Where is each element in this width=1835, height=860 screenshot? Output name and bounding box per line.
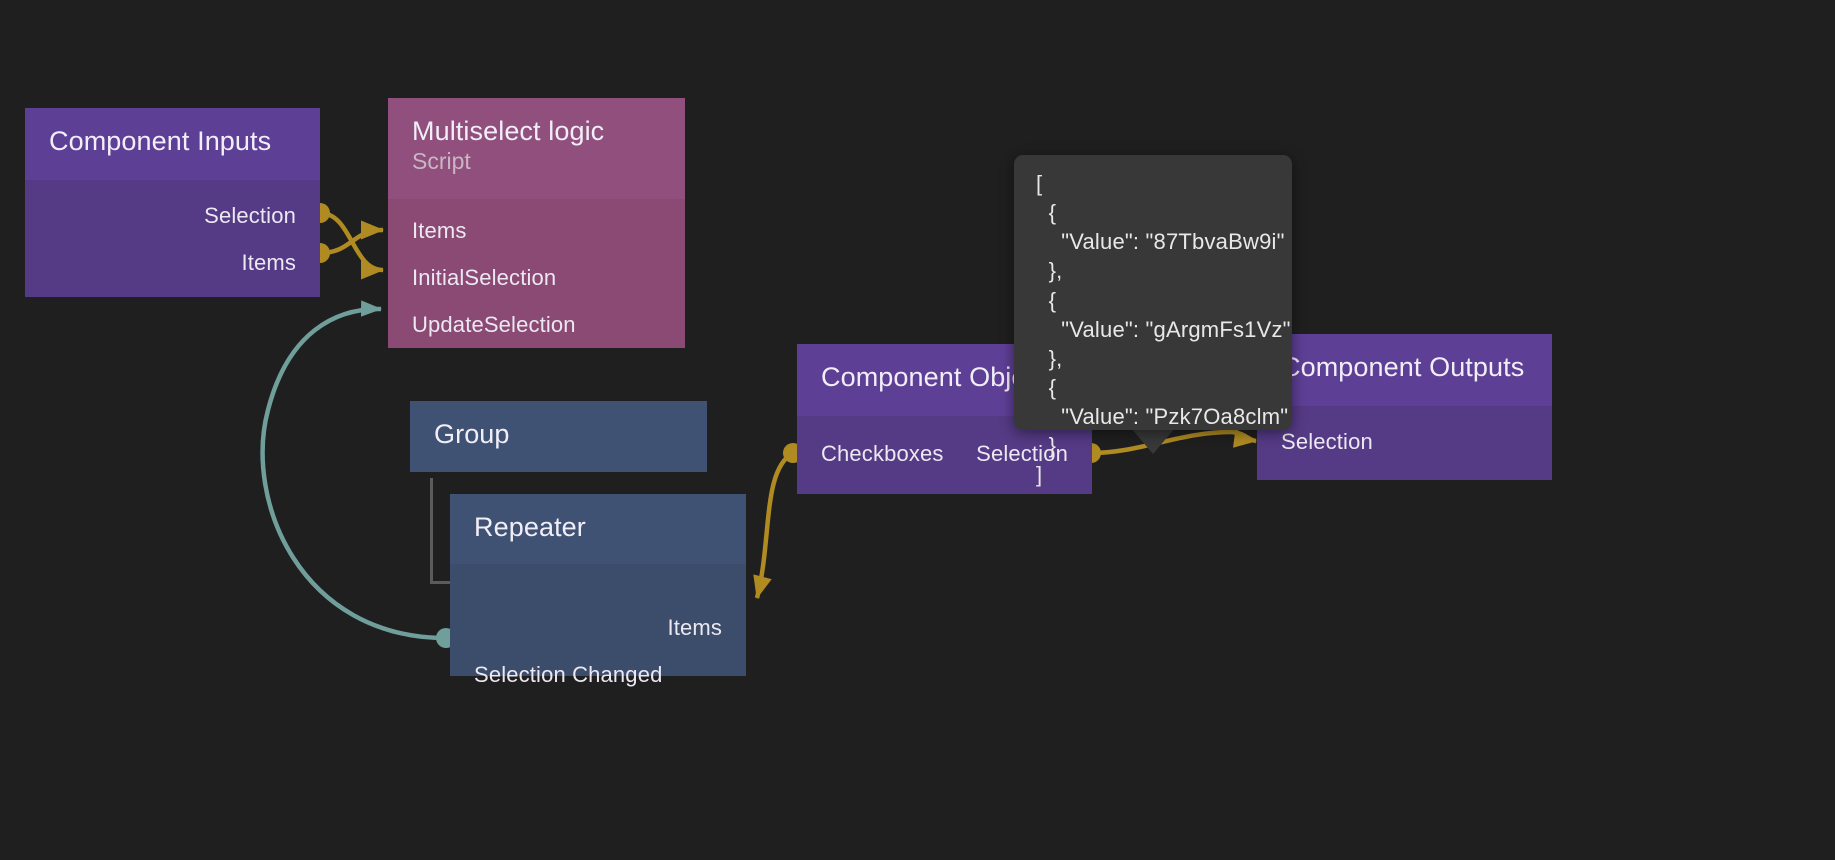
node-title: Group (434, 419, 510, 449)
node-title: Repeater (474, 512, 586, 542)
node-title: Multiselect logic (412, 116, 605, 146)
node-title: Component Inputs (49, 126, 272, 156)
tooltip-json-text: [ { "Value": "87TbvaBw9i" }, { "Value": … (1036, 171, 1291, 488)
port-row-items[interactable]: Items (388, 207, 685, 254)
node-body: Checkboxes Selection (797, 416, 1092, 494)
node-header[interactable]: Component Inputs (25, 108, 320, 180)
port-row-updateselection[interactable]: UpdateSelection (388, 301, 685, 348)
output-port-label-selection: Selection (976, 440, 1068, 466)
node-title: Component Outputs (1281, 352, 1525, 382)
node-body: Selection Items (25, 180, 320, 297)
wire-selectionchanged-to-updateselection (260, 300, 456, 648)
input-port-label-selection-changed: Selection Changed (474, 661, 663, 687)
wire-items-to-items (310, 220, 384, 263)
node-repeater[interactable]: Repeater Items Selection Changed (450, 494, 746, 687)
node-body: Items InitialSelection UpdateSelection (388, 199, 685, 348)
output-port-label-selection: Selection (204, 202, 296, 228)
node-component-inputs[interactable]: Component Inputs Selection Items (25, 108, 320, 297)
node-component-outputs[interactable]: Component Outputs Selection (1257, 334, 1552, 480)
node-subtitle: Script (412, 148, 471, 175)
node-group[interactable]: Group (410, 401, 707, 472)
input-port-label-selection: Selection (1281, 428, 1373, 454)
port-row-selection-changed[interactable]: Selection Changed (450, 651, 746, 698)
node-header[interactable]: Component Outputs (1257, 334, 1552, 406)
input-port-label-initialselection: InitialSelection (412, 264, 557, 290)
node-multiselect-logic[interactable]: Multiselect logic Script Items InitialSe… (388, 98, 685, 348)
input-port-label-updateselection: UpdateSelection (412, 311, 576, 337)
output-port-label-items: Items (667, 614, 722, 640)
node-header[interactable]: Repeater (450, 494, 746, 564)
port-row-selection[interactable]: Selection (25, 192, 320, 239)
input-port-label-items: Items (412, 217, 467, 243)
port-row-selection[interactable]: Selection (1257, 418, 1552, 465)
port-row-items[interactable]: Items (25, 239, 320, 286)
port-row-checkboxes-selection[interactable]: Checkboxes Selection (797, 430, 1092, 477)
node-body: Selection (1257, 406, 1552, 480)
selection-value-tooltip: [ { "Value": "87TbvaBw9i" }, { "Value": … (1014, 155, 1292, 487)
output-port-label-items: Items (241, 249, 296, 275)
node-header[interactable]: Multiselect logic Script (388, 98, 685, 199)
node-header[interactable]: Group (410, 401, 707, 472)
port-row-items[interactable]: Items (450, 604, 746, 651)
node-title: Component Object (821, 362, 1048, 392)
node-body: Items Selection Changed (450, 564, 746, 687)
wire-selection-to-initialselection (310, 203, 384, 280)
port-row-initialselection[interactable]: InitialSelection (388, 254, 685, 301)
input-port-label-checkboxes: Checkboxes (821, 440, 944, 466)
